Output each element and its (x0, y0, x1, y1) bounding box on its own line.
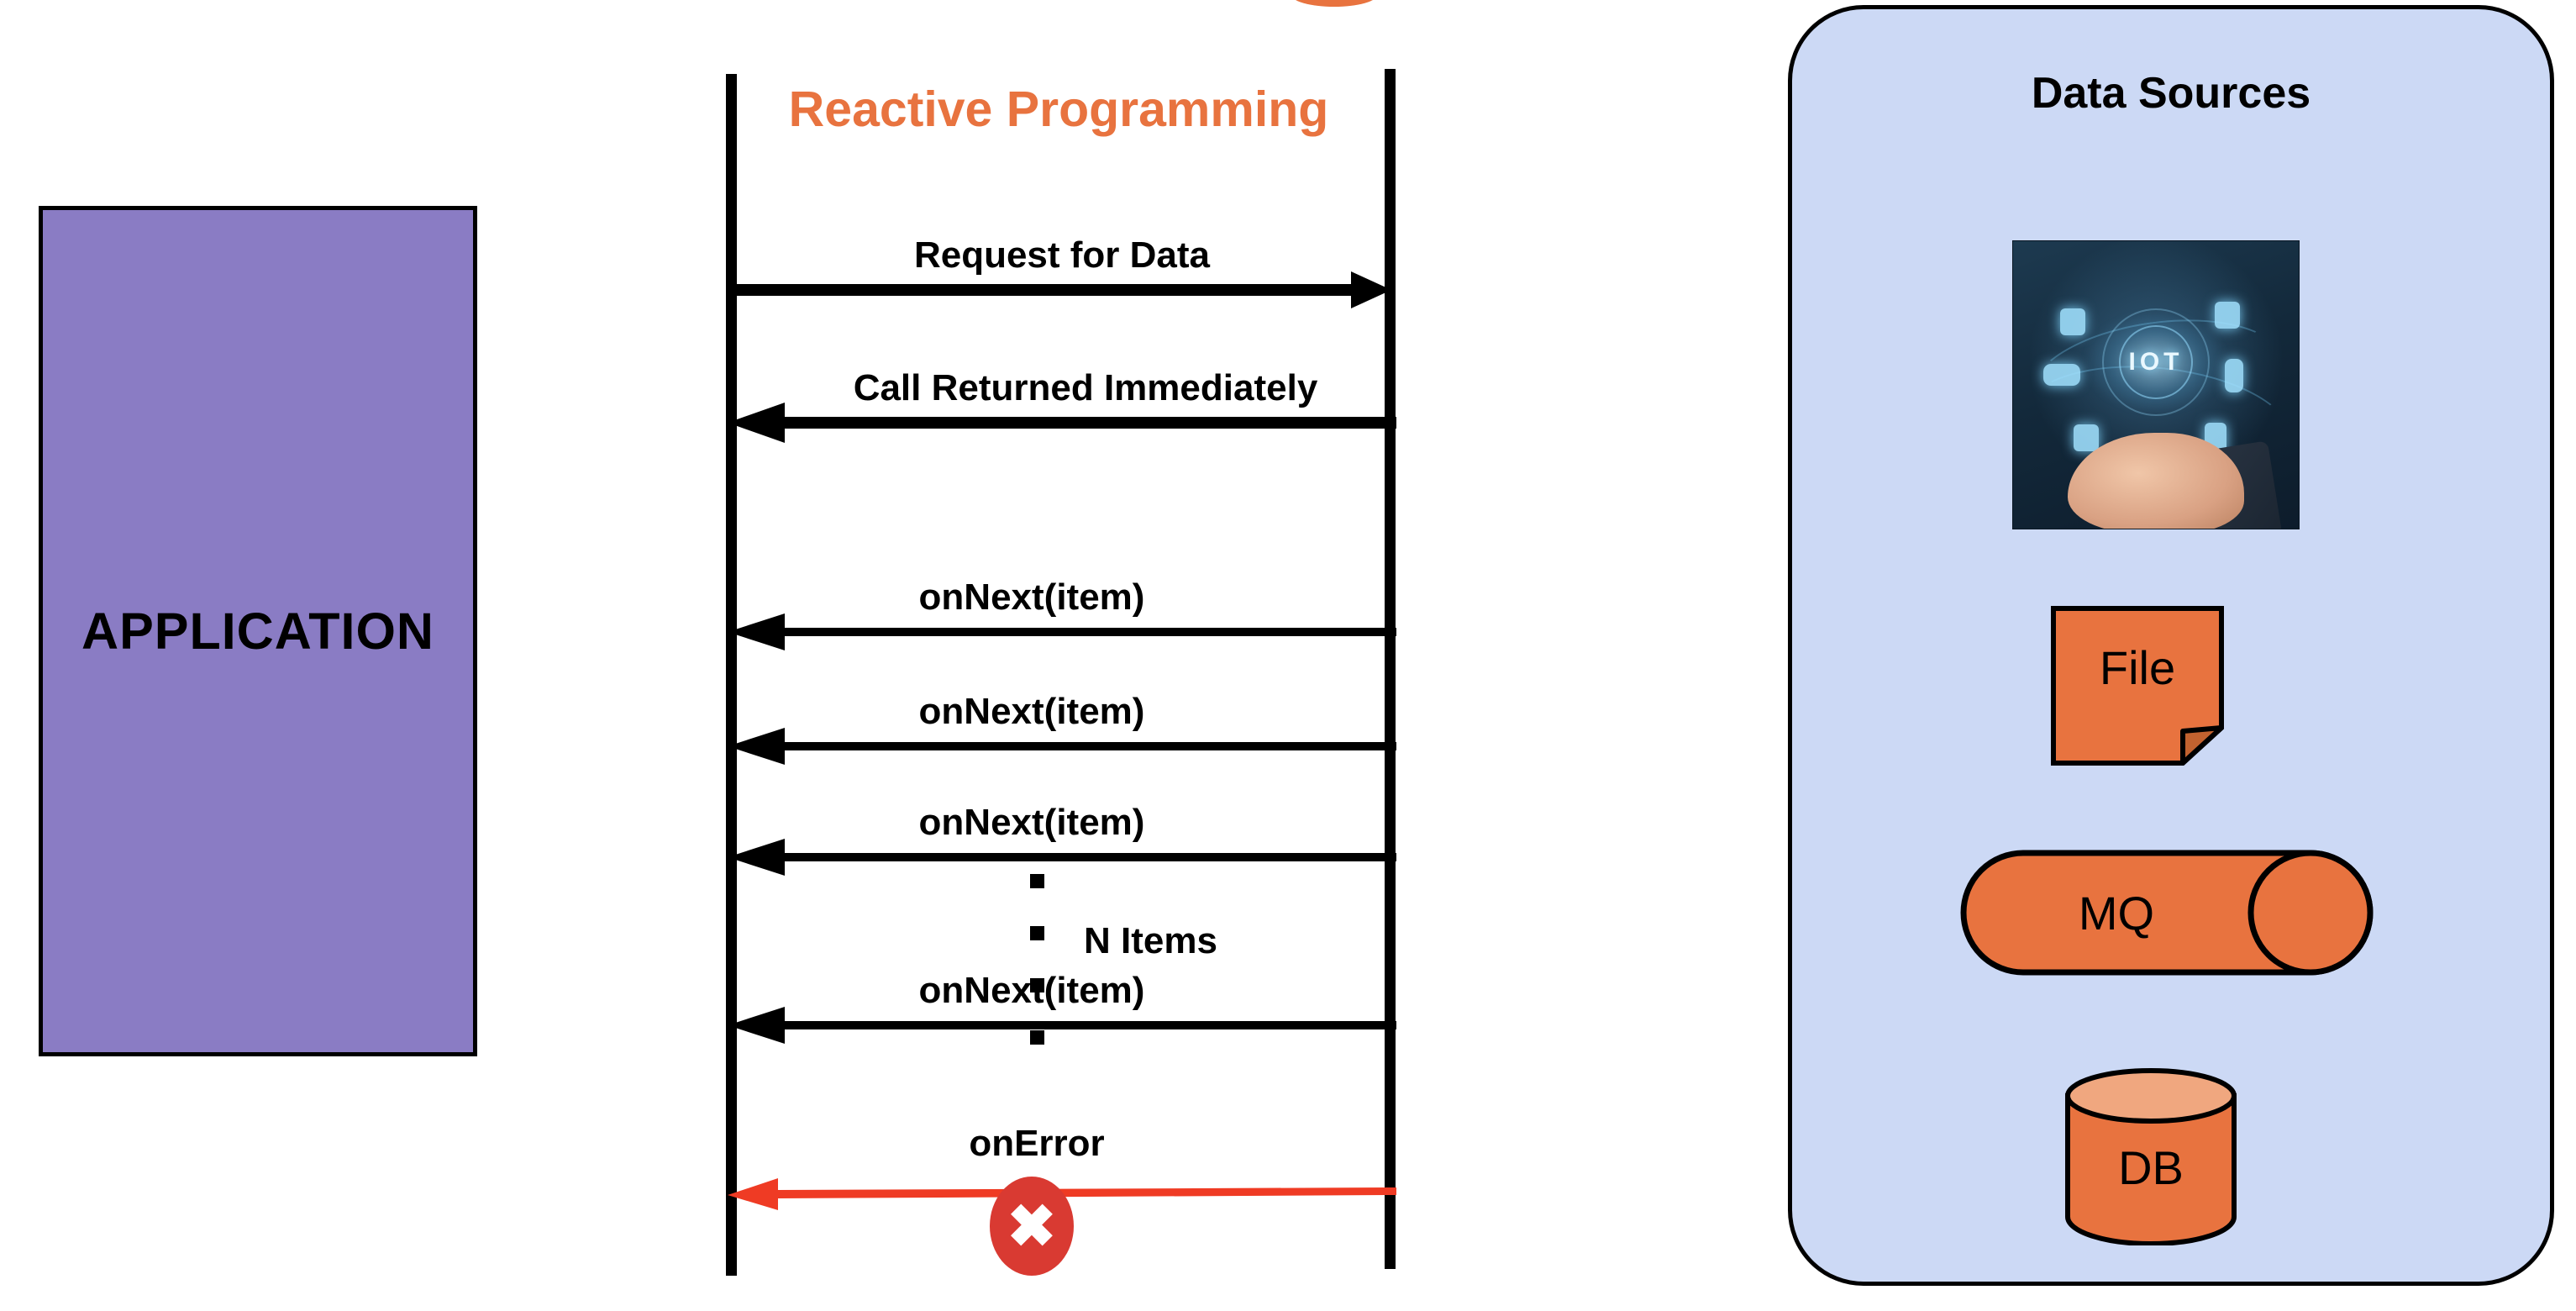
dot (1030, 926, 1044, 940)
file-shape-svg (2051, 606, 2224, 766)
application-lifeline (726, 74, 737, 1276)
cropped-orange-shape (1291, 0, 1378, 7)
arrow-left-icon (728, 613, 1396, 650)
camera-icon (2060, 308, 2085, 335)
message-queue-icon: MQ (1958, 849, 2376, 977)
data-source-lifeline (1385, 69, 1396, 1269)
arrow-left-icon (728, 839, 1396, 876)
iot-text-label: IOT (2128, 347, 2184, 376)
arrow-left-icon (728, 403, 1396, 443)
open-hand (2068, 433, 2244, 529)
file-document-icon: File (2050, 605, 2225, 766)
message-label: Call Returned Immediately (853, 367, 1318, 408)
mq-label: MQ (2078, 886, 2155, 940)
dot (1030, 1030, 1044, 1045)
application-label: APPLICATION (81, 603, 434, 660)
reactive-programming-title: Reactive Programming (788, 82, 1329, 137)
data-sources-title: Data Sources (2031, 69, 2311, 118)
application-box: APPLICATION (39, 206, 477, 1056)
arrow-left-icon (728, 1007, 1396, 1044)
vertical-ellipsis-dots (1030, 874, 1044, 1082)
message-label: onNext(item) (918, 691, 1145, 732)
signal-ring (2102, 308, 2210, 416)
home-icon (2074, 424, 2099, 451)
message-label: onError (969, 1123, 1105, 1164)
signal-ring (2119, 324, 2193, 399)
db-shape-svg (2065, 1068, 2237, 1246)
database-icon: DB (2063, 1067, 2239, 1246)
arrow-left-icon (728, 728, 1396, 765)
message-label: Request for Data (913, 234, 1211, 276)
dot (1030, 978, 1044, 992)
dot (1030, 874, 1044, 888)
n-items-label: N Items (1084, 920, 1217, 961)
washing-machine-icon (2215, 302, 2240, 329)
file-label: File (2099, 640, 2176, 694)
error-cross-glyph: ✖ (1007, 1193, 1057, 1259)
sequence-diagram: Reactive Programming Request for Data Ca… (726, 0, 1396, 1276)
message-label: onNext(item) (918, 802, 1145, 843)
message-label: onNext(item) (918, 577, 1145, 618)
error-cross-icon: ✖ (990, 1177, 1074, 1276)
db-label: DB (2118, 1140, 2184, 1194)
smartwatch-icon (2225, 359, 2243, 392)
car-icon (2043, 364, 2080, 386)
mq-shape-svg (1960, 850, 2374, 976)
arrow-right-icon (728, 271, 1391, 308)
iot-devices-image: IOT (2012, 240, 2300, 529)
